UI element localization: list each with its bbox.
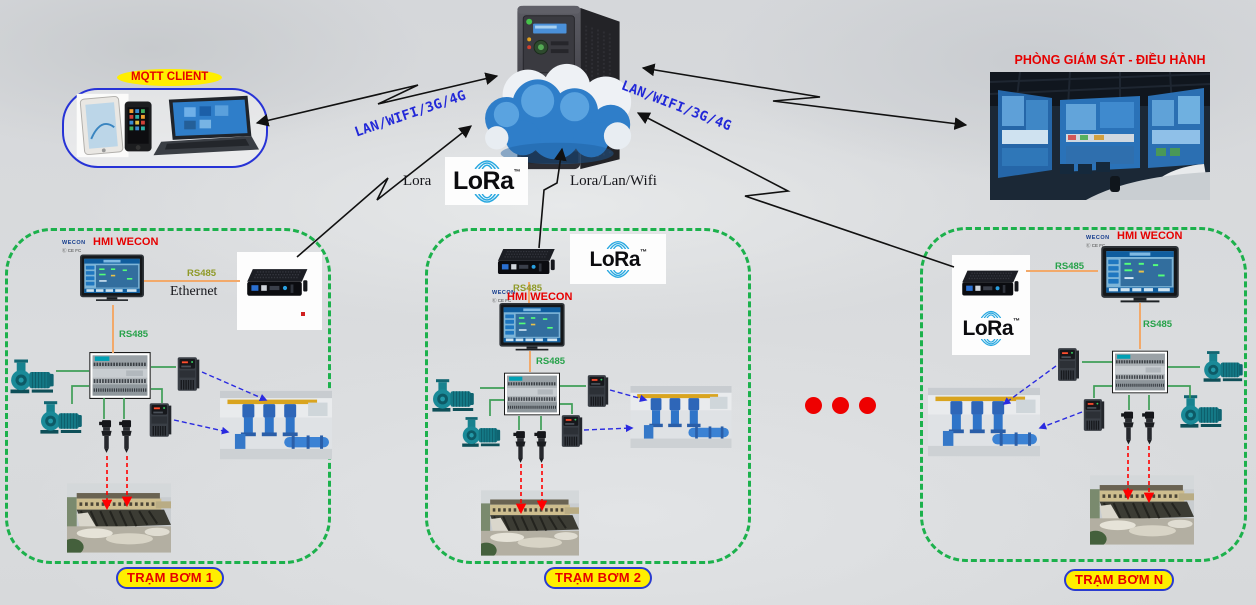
pressure-sensor-icon bbox=[98, 418, 115, 455]
rs485-label: RS485 bbox=[119, 329, 149, 340]
pump-room-photo bbox=[928, 386, 1040, 458]
vfd-icon bbox=[586, 374, 610, 408]
hmi-wecon-label: HMI WECON bbox=[507, 291, 573, 303]
station-2-badge: TRẠM BƠM 2 bbox=[544, 567, 653, 589]
more-stations-ellipsis bbox=[805, 397, 876, 414]
pump-room-photo bbox=[630, 386, 732, 448]
pump-icon bbox=[8, 358, 58, 396]
rs485-label: RS485 bbox=[1055, 261, 1085, 272]
lora-link-label: Lora bbox=[403, 173, 432, 189]
rs485-label: RS485 bbox=[513, 283, 543, 294]
lora-ripple-icon bbox=[464, 194, 510, 205]
rs485-label: RS485 bbox=[187, 268, 217, 279]
pump-icon bbox=[460, 416, 504, 449]
vfd-icon bbox=[1082, 398, 1106, 432]
pump-icon bbox=[38, 400, 86, 436]
pressure-sensor-icon bbox=[512, 430, 529, 464]
lora-logo: LoRa™ bbox=[570, 234, 666, 284]
vfd-icon bbox=[560, 414, 584, 448]
lora-gateway-icon bbox=[243, 266, 313, 303]
hmi-panel-icon bbox=[497, 303, 567, 351]
pump-icon bbox=[1178, 394, 1226, 430]
pressure-sensor-icon bbox=[118, 418, 135, 455]
vfd-icon bbox=[176, 356, 201, 392]
station-1-badge: TRẠM BƠM 1 bbox=[116, 567, 225, 589]
hmi-wecon-label: HMI WECON bbox=[93, 236, 159, 248]
rs485-label: RS485 bbox=[1143, 319, 1173, 330]
lora-gateway-icon bbox=[494, 246, 560, 281]
pump-station-photo bbox=[481, 490, 579, 556]
lora-logo-text: LoRa™ bbox=[962, 316, 1020, 340]
plc-icon bbox=[504, 372, 560, 416]
cloud-icon bbox=[466, 58, 658, 170]
mqtt-client-badge: MQTT CLIENT bbox=[117, 69, 223, 86]
lora-logo: LoRa™ bbox=[956, 306, 1026, 350]
hmi-panel-icon bbox=[1098, 246, 1182, 303]
ethernet-label: Ethernet bbox=[170, 284, 218, 299]
station-2-box bbox=[425, 228, 751, 564]
pressure-sensor-icon bbox=[1141, 410, 1158, 446]
lora-logo-text: LoRa™ bbox=[453, 166, 520, 195]
plc-icon bbox=[1112, 349, 1168, 395]
pump-station-photo bbox=[67, 483, 171, 553]
lora-logo-text: LoRa™ bbox=[589, 247, 647, 271]
plc-icon bbox=[89, 352, 151, 399]
pressure-sensor-icon bbox=[533, 430, 550, 464]
pump-room-photo bbox=[220, 385, 332, 465]
vfd-icon bbox=[148, 402, 173, 438]
hmi-wecon-label: HMI WECON bbox=[1117, 230, 1183, 242]
lora-gateway-icon bbox=[958, 268, 1024, 302]
pump-icon bbox=[1200, 350, 1248, 384]
hmi-panel-icon bbox=[80, 253, 144, 303]
lora-ripple-icon bbox=[598, 270, 638, 280]
mqtt-client-box bbox=[62, 88, 268, 168]
rs485-label: RS485 bbox=[536, 356, 566, 367]
pump-station-photo bbox=[1090, 474, 1194, 546]
monitor-room-image bbox=[989, 72, 1211, 200]
monitor-room-title: PHÒNG GIÁM SÁT - ĐIỀU HÀNH bbox=[1014, 53, 1206, 67]
station-n-box bbox=[920, 227, 1247, 562]
station-n-badge: TRẠM BƠM N bbox=[1064, 569, 1175, 591]
lora-lan-wifi-label: Lora/Lan/Wifi bbox=[570, 173, 657, 189]
lora-logo: LoRa™ bbox=[445, 157, 528, 205]
lora-ripple-icon bbox=[972, 339, 1010, 348]
red-marker bbox=[301, 312, 305, 316]
vfd-icon bbox=[1056, 347, 1081, 382]
client-devices-icon bbox=[67, 90, 263, 161]
pump-icon bbox=[430, 378, 478, 414]
lan-wifi-label-left: LAN/WIFI/3G/4G bbox=[352, 87, 469, 141]
pressure-sensor-icon bbox=[1120, 410, 1137, 446]
